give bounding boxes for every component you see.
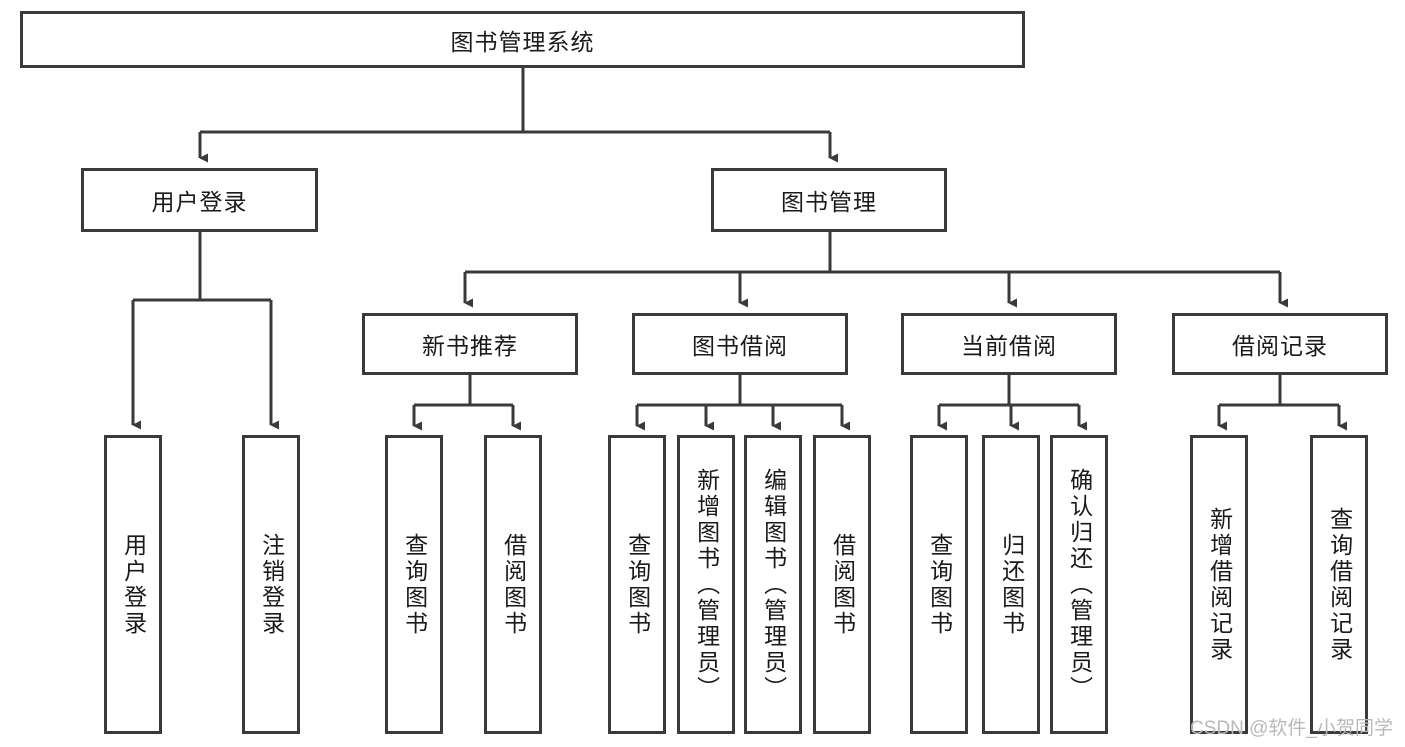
- node-label: 确认归还（管理员）: [1066, 467, 1093, 702]
- node-root-title[interactable]: 图书管理系统: [20, 11, 1025, 68]
- node-label: 图书管理: [781, 189, 877, 215]
- node-borrow-record[interactable]: 借阅记录: [1172, 313, 1388, 375]
- leaf-record-add[interactable]: 新增借阅记录: [1190, 435, 1248, 734]
- csdn-watermark: CSDN @软件_小贺同学: [1190, 718, 1393, 739]
- node-label: 借阅图书: [829, 532, 856, 637]
- node-label: 查询借阅记录: [1326, 506, 1353, 663]
- node-label: 图书管理系统: [450, 28, 595, 55]
- leaf-borrow-query-book[interactable]: 查询图书: [608, 435, 666, 734]
- leaf-current-confirm-return[interactable]: 确认归还（管理员）: [1050, 435, 1108, 734]
- leaf-borrow-edit-book[interactable]: 编辑图书（管理员）: [744, 435, 802, 734]
- node-label: 查询图书: [401, 532, 428, 637]
- node-label: 查询图书: [624, 532, 651, 637]
- node-book-management[interactable]: 图书管理: [711, 168, 947, 232]
- node-label: 用户登录: [151, 189, 248, 215]
- node-label: 新增图书（管理员）: [693, 467, 720, 702]
- node-label: 新增借阅记录: [1206, 506, 1233, 663]
- node-label: 用户登录: [120, 532, 147, 637]
- leaf-current-return-book[interactable]: 归还图书: [982, 435, 1040, 734]
- node-label: 编辑图书（管理员）: [760, 467, 787, 702]
- node-label: 注销登录: [258, 532, 285, 637]
- leaf-user-login-signout[interactable]: 注销登录: [242, 435, 300, 734]
- node-label: 新书推荐: [422, 333, 518, 359]
- node-current-borrow[interactable]: 当前借阅: [901, 313, 1117, 375]
- node-label: 图书借阅: [692, 333, 788, 359]
- leaf-borrow-borrow-book[interactable]: 借阅图书: [813, 435, 871, 734]
- leaf-new-book-borrow[interactable]: 借阅图书: [484, 435, 542, 734]
- node-user-login[interactable]: 用户登录: [81, 168, 318, 232]
- node-book-borrow[interactable]: 图书借阅: [632, 313, 848, 375]
- leaf-user-login-signin[interactable]: 用户登录: [104, 435, 162, 734]
- node-label: 当前借阅: [961, 333, 1057, 359]
- leaf-record-query[interactable]: 查询借阅记录: [1310, 435, 1368, 734]
- node-label: 归还图书: [998, 532, 1025, 637]
- node-label: 借阅图书: [500, 532, 527, 637]
- leaf-new-book-query[interactable]: 查询图书: [385, 435, 443, 734]
- leaf-borrow-add-book[interactable]: 新增图书（管理员）: [677, 435, 735, 734]
- node-label: 借阅记录: [1232, 333, 1328, 359]
- node-new-book-recommend[interactable]: 新书推荐: [362, 313, 578, 375]
- leaf-current-query-book[interactable]: 查询图书: [910, 435, 968, 734]
- node-label: 查询图书: [926, 532, 953, 637]
